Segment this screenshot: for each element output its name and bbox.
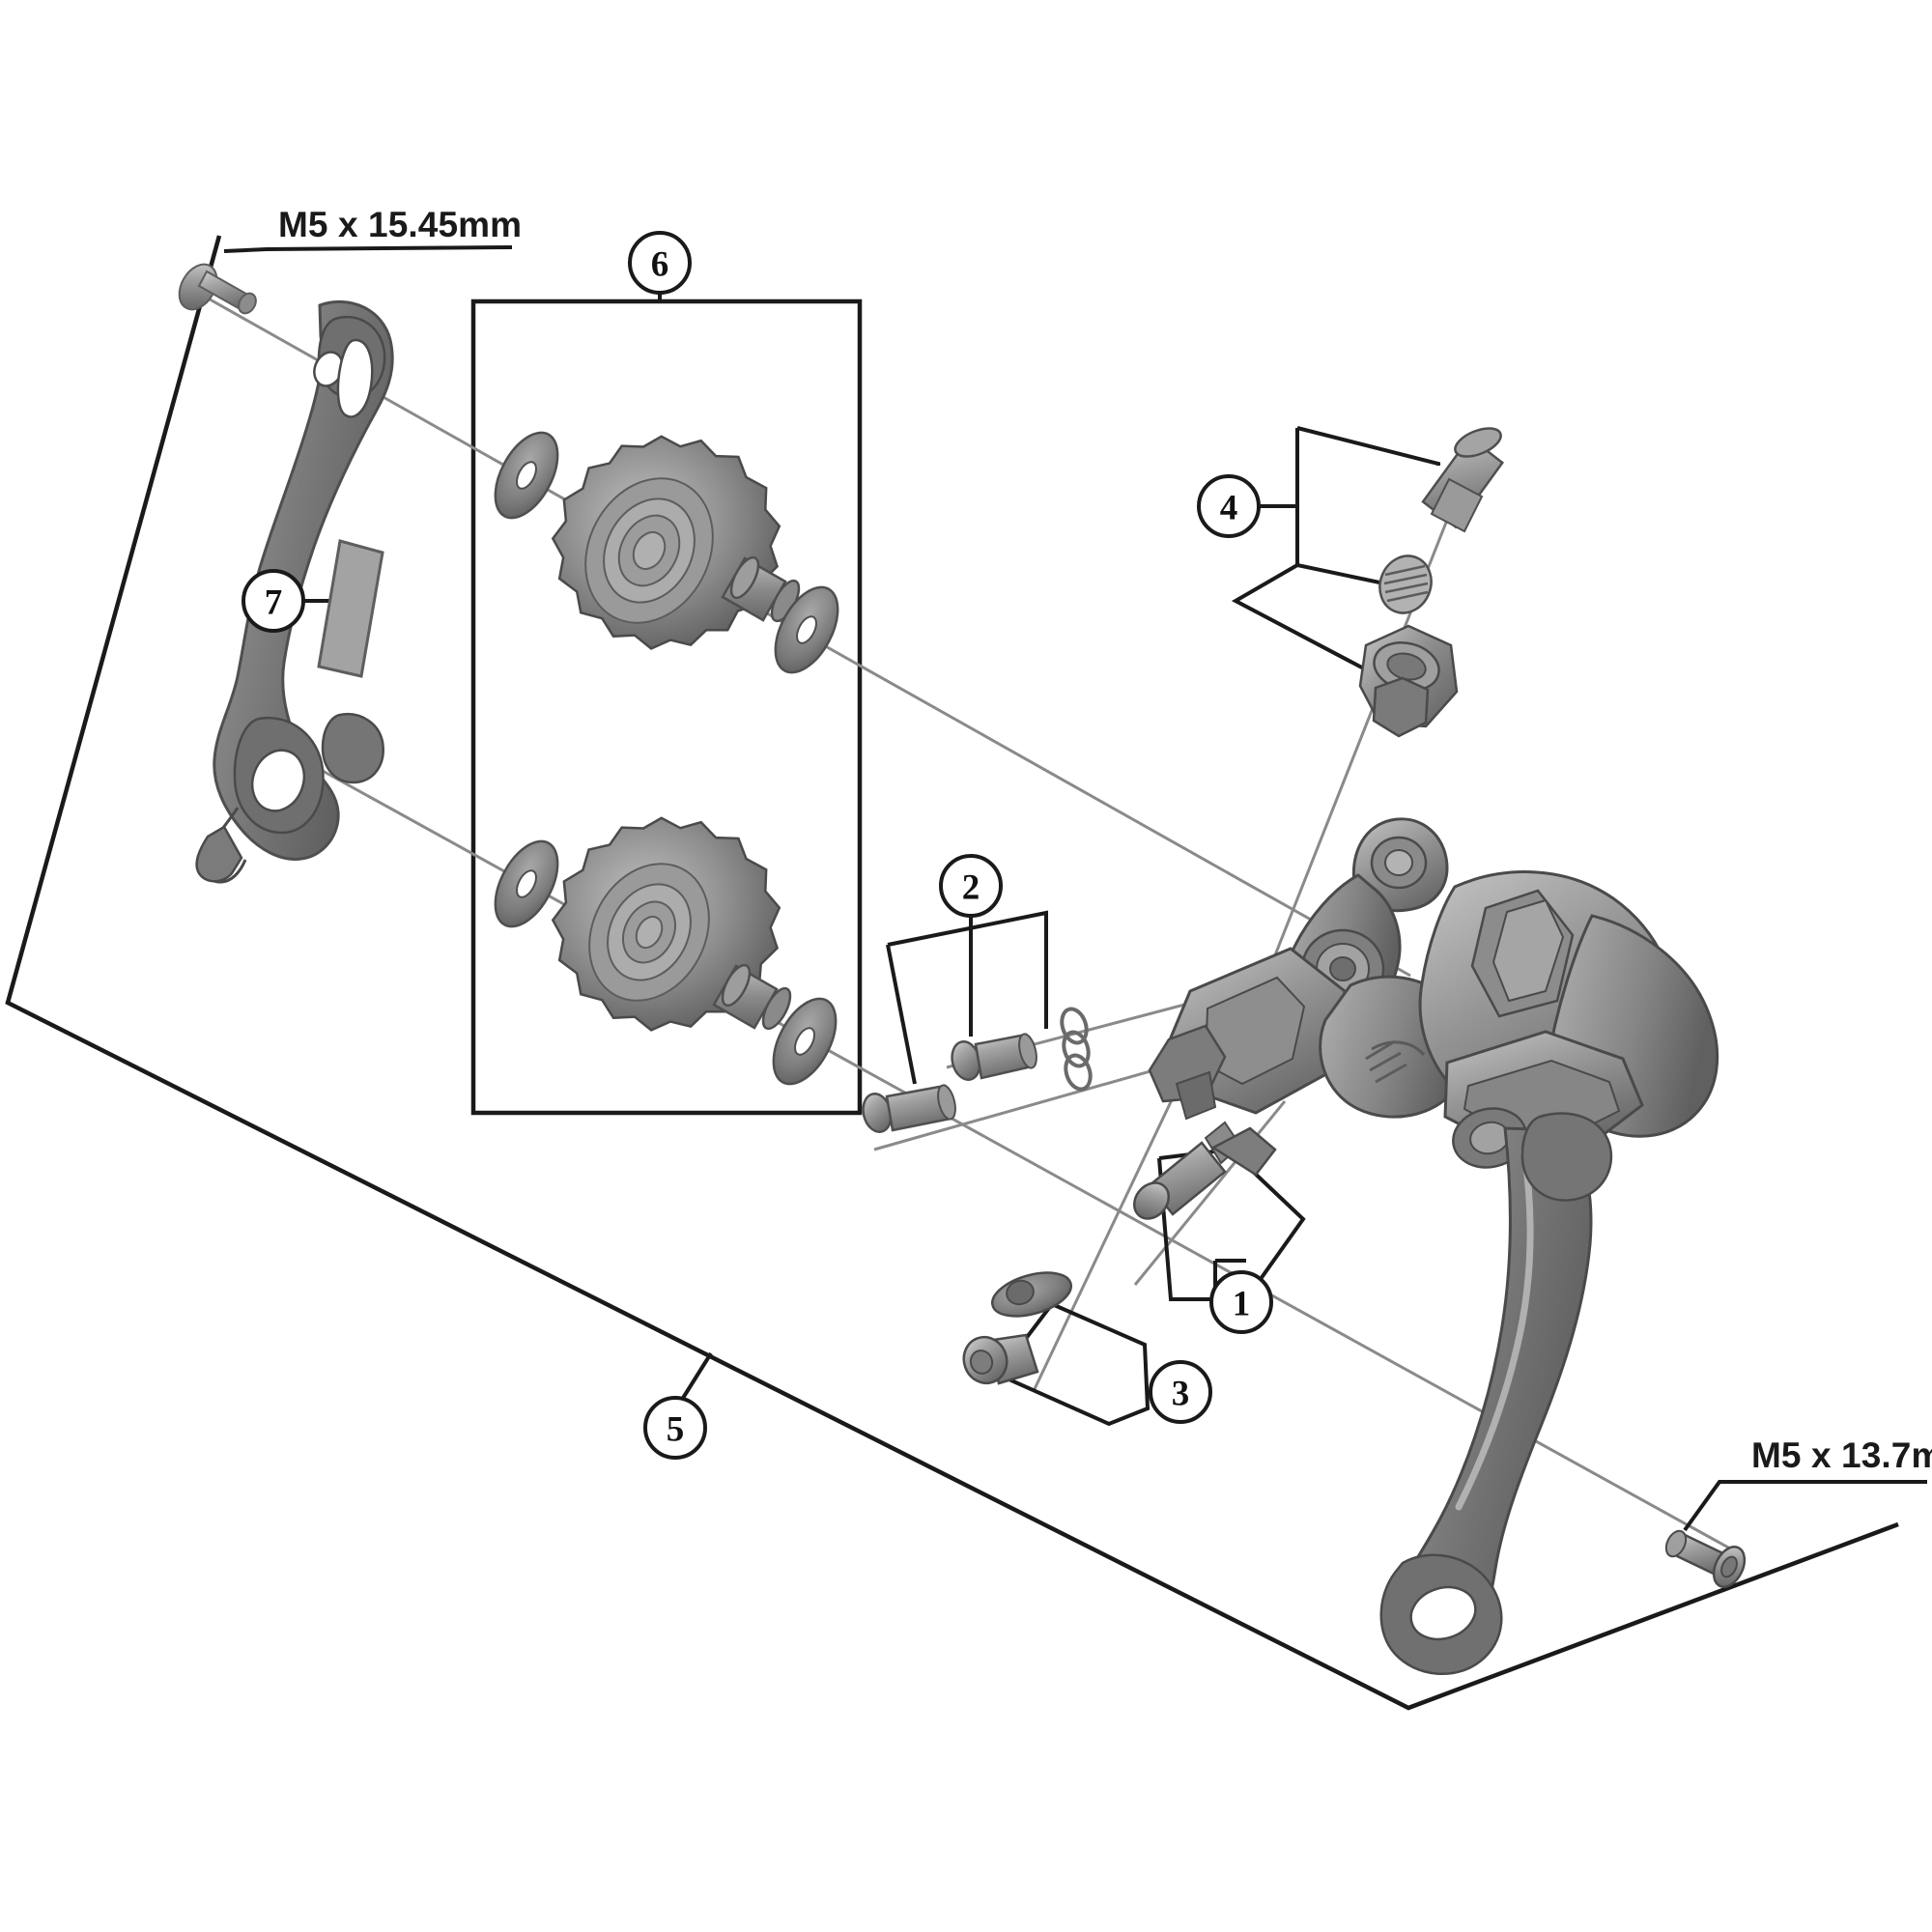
part-b-tension-bolt (962, 1333, 1039, 1385)
callout-1-label: 1 (1233, 1285, 1251, 1324)
part-limit-screw-springs (1060, 1007, 1093, 1092)
part-chain-guide-pad (317, 539, 384, 678)
part-guide-pulley (551, 435, 781, 650)
part-pulley-washer-upper-b (774, 585, 839, 674)
part-limit-screw-high (951, 1033, 1037, 1081)
part-inner-cage-plate (1379, 1112, 1613, 1676)
callout-circle-4[interactable]: 4 (1197, 474, 1261, 538)
part-outer-cage-plate (195, 300, 394, 884)
part-pulley-bushing-upper (721, 555, 801, 623)
callout-2-label: 2 (962, 868, 980, 908)
dimension-label-bottom: M5 x 13.7mm (1751, 1435, 1932, 1475)
part-pulley-washer-upper-a (494, 431, 559, 520)
part-pulley-washer-lower-b (772, 997, 838, 1086)
part-pulley-bolt-top (178, 263, 257, 315)
part-pulley-washer-lower-a (494, 839, 559, 928)
callout-circle-3[interactable]: 3 (1149, 1360, 1212, 1424)
callout-leader-5 (678, 1351, 713, 1405)
callout-circle-7[interactable]: 7 (242, 569, 305, 633)
part-cable-fixing-bolt (1132, 1121, 1242, 1220)
part-derailleur-body (1148, 817, 1719, 1169)
part-b-tension-washer (991, 1271, 1072, 1318)
callout-4-label: 4 (1220, 489, 1238, 528)
callout-circle-1[interactable]: 1 (1209, 1270, 1273, 1334)
part-limit-screw-low (862, 1084, 956, 1133)
part-cable-adjust-spring (1378, 554, 1433, 614)
callout-7-label: 7 (265, 583, 283, 623)
part-cable-fixing-plate (1210, 1126, 1277, 1177)
dimension-leader-top (223, 245, 513, 253)
callout-circle-5[interactable]: 5 (643, 1396, 707, 1460)
callout-bracket-4 (1231, 426, 1440, 676)
part-tension-pulley (551, 816, 781, 1032)
callout-5-label: 5 (667, 1410, 685, 1450)
part-cable-adjust-nut (1358, 624, 1459, 738)
callout-3-label: 3 (1172, 1375, 1190, 1414)
dimension-leader-bottom (1683, 1480, 1927, 1532)
part-pulley-bolt-bottom (1664, 1529, 1747, 1588)
callout-circle-2[interactable]: 2 (939, 854, 1003, 918)
callout-6-label: 6 (651, 245, 669, 285)
dimension-label-top: M5 x 15.45mm (278, 205, 523, 244)
part-cable-adjust-barrel (1421, 427, 1505, 533)
part-pulley-bushing-lower (712, 963, 792, 1031)
callout-circle-6[interactable]: 6 (628, 231, 692, 295)
